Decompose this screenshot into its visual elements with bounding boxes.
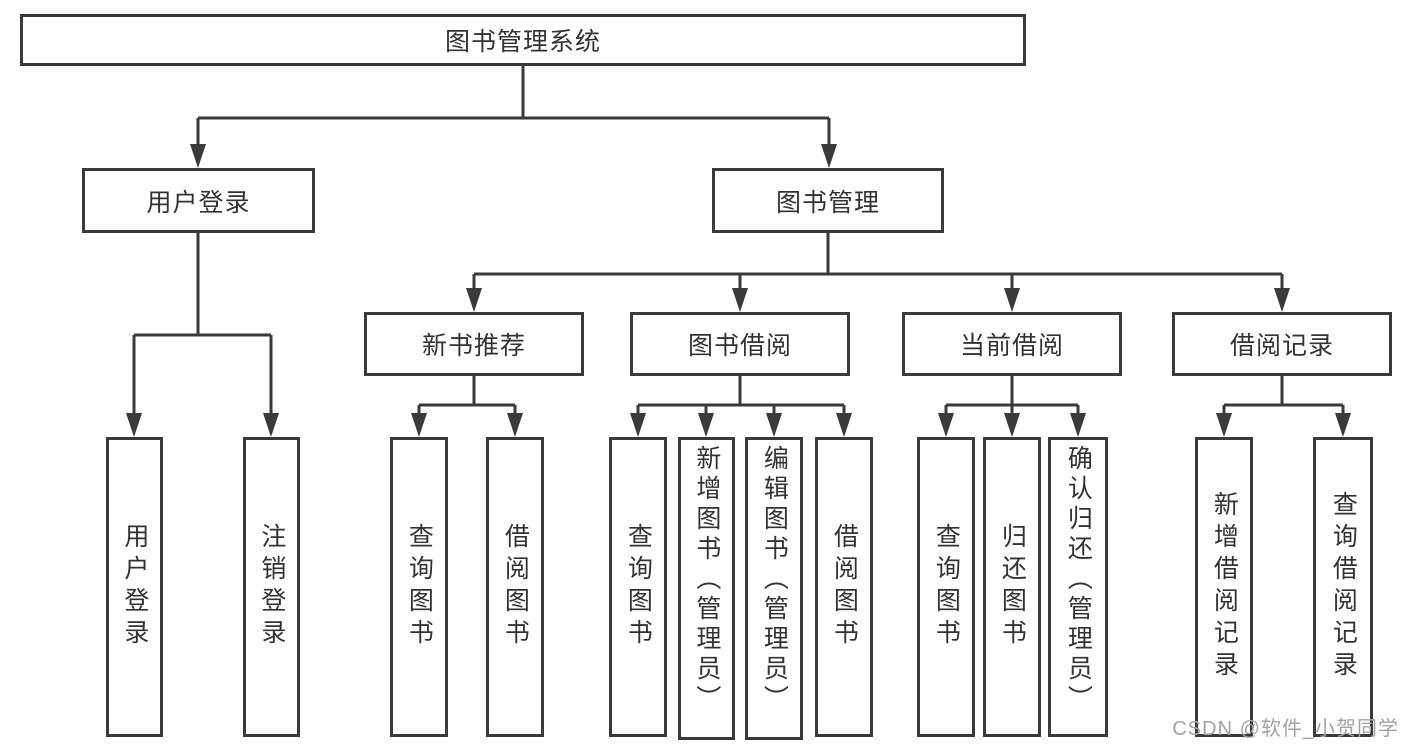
arrowhead xyxy=(507,413,523,437)
arrowhead xyxy=(1004,413,1020,437)
node-leaf-confirm-return-admin: 确认归还（管理员） xyxy=(1048,437,1108,737)
node-leaf-add-borrow-record: 新增借阅记录 xyxy=(1195,437,1253,737)
node-leaf-query-books-2: 查询图书 xyxy=(609,437,667,737)
node-leaf-confirm-return-admin-label: 确认归还（管理员） xyxy=(1064,445,1093,715)
node-borrowing-records-label: 借阅记录 xyxy=(1229,332,1334,360)
arrowhead xyxy=(1216,413,1232,437)
arrowhead xyxy=(126,413,142,437)
node-leaf-user-login: 用户登录 xyxy=(106,437,163,737)
node-book-borrowing: 图书借阅 xyxy=(630,312,850,376)
node-leaf-edit-books-admin: 编辑图书（管理员） xyxy=(745,437,803,740)
node-current-borrowing-label: 当前借阅 xyxy=(959,332,1064,360)
node-new-book-recommend-label: 新书推荐 xyxy=(421,332,526,360)
connector-new-book-rec-children xyxy=(411,376,523,437)
connector-book-borrow-children xyxy=(630,376,852,437)
arrowhead xyxy=(630,413,646,437)
arrowhead xyxy=(1335,413,1351,437)
node-leaf-edit-books-admin-label: 编辑图书（管理员） xyxy=(760,445,789,715)
node-leaf-query-borrow-record: 查询借阅记录 xyxy=(1313,437,1373,737)
connector-user-login-children xyxy=(126,233,279,437)
arrowhead xyxy=(466,288,482,312)
node-leaf-query-books-1: 查询图书 xyxy=(390,437,448,737)
connector-book-mgmt-children xyxy=(466,233,1290,312)
arrowhead xyxy=(411,413,427,437)
node-leaf-add-borrow-record-label: 新增借阅记录 xyxy=(1210,491,1239,683)
node-borrowing-records: 借阅记录 xyxy=(1172,312,1392,376)
node-leaf-return-books-label: 归还图书 xyxy=(998,523,1027,651)
arrowhead xyxy=(1274,288,1290,312)
node-current-borrowing: 当前借阅 xyxy=(902,312,1122,376)
node-new-book-recommend: 新书推荐 xyxy=(364,312,584,376)
node-leaf-user-login-label: 用户登录 xyxy=(120,523,149,651)
node-book-borrowing-label: 图书借阅 xyxy=(687,332,792,360)
arrowhead xyxy=(263,413,279,437)
node-user-login-group: 用户登录 xyxy=(82,168,315,233)
node-leaf-borrow-books-2: 借阅图书 xyxy=(815,437,873,737)
node-leaf-return-books: 归还图书 xyxy=(983,437,1041,737)
node-leaf-borrow-books-1: 借阅图书 xyxy=(486,437,544,737)
arrowhead xyxy=(836,413,852,437)
node-leaf-borrow-books-2-label: 借阅图书 xyxy=(830,523,859,651)
node-root: 图书管理系统 xyxy=(20,14,1026,66)
arrowhead xyxy=(698,413,714,437)
arrowhead xyxy=(766,413,782,437)
arrowhead xyxy=(821,144,837,168)
connector-current-borrow-children xyxy=(938,376,1086,437)
node-book-management-label: 图书管理 xyxy=(775,188,880,217)
node-leaf-add-books-admin: 新增图书（管理员） xyxy=(678,437,735,740)
node-leaf-query-books-2-label: 查询图书 xyxy=(624,523,653,651)
connector-borrow-records-children xyxy=(1216,376,1351,437)
node-leaf-logout: 注销登录 xyxy=(243,437,300,737)
watermark-text: CSDN @软件_小贺同学 xyxy=(1172,718,1399,740)
connector-root-to-level2 xyxy=(190,66,837,168)
arrowhead xyxy=(190,144,206,168)
node-leaf-query-borrow-record-label: 查询借阅记录 xyxy=(1329,491,1358,683)
node-user-login-group-label: 用户登录 xyxy=(146,188,251,217)
arrowhead xyxy=(938,413,954,437)
node-leaf-borrow-books-1-label: 借阅图书 xyxy=(501,523,530,651)
arrowhead xyxy=(732,288,748,312)
node-book-management: 图书管理 xyxy=(712,168,944,233)
node-leaf-query-books-3: 查询图书 xyxy=(917,437,975,737)
arrowhead xyxy=(1004,288,1020,312)
node-root-label: 图书管理系统 xyxy=(444,28,601,56)
arrowhead xyxy=(1070,413,1086,437)
node-leaf-add-books-admin-label: 新增图书（管理员） xyxy=(692,445,721,715)
node-leaf-logout-label: 注销登录 xyxy=(257,523,286,651)
node-leaf-query-books-1-label: 查询图书 xyxy=(405,523,434,651)
node-leaf-query-books-3-label: 查询图书 xyxy=(932,523,961,651)
